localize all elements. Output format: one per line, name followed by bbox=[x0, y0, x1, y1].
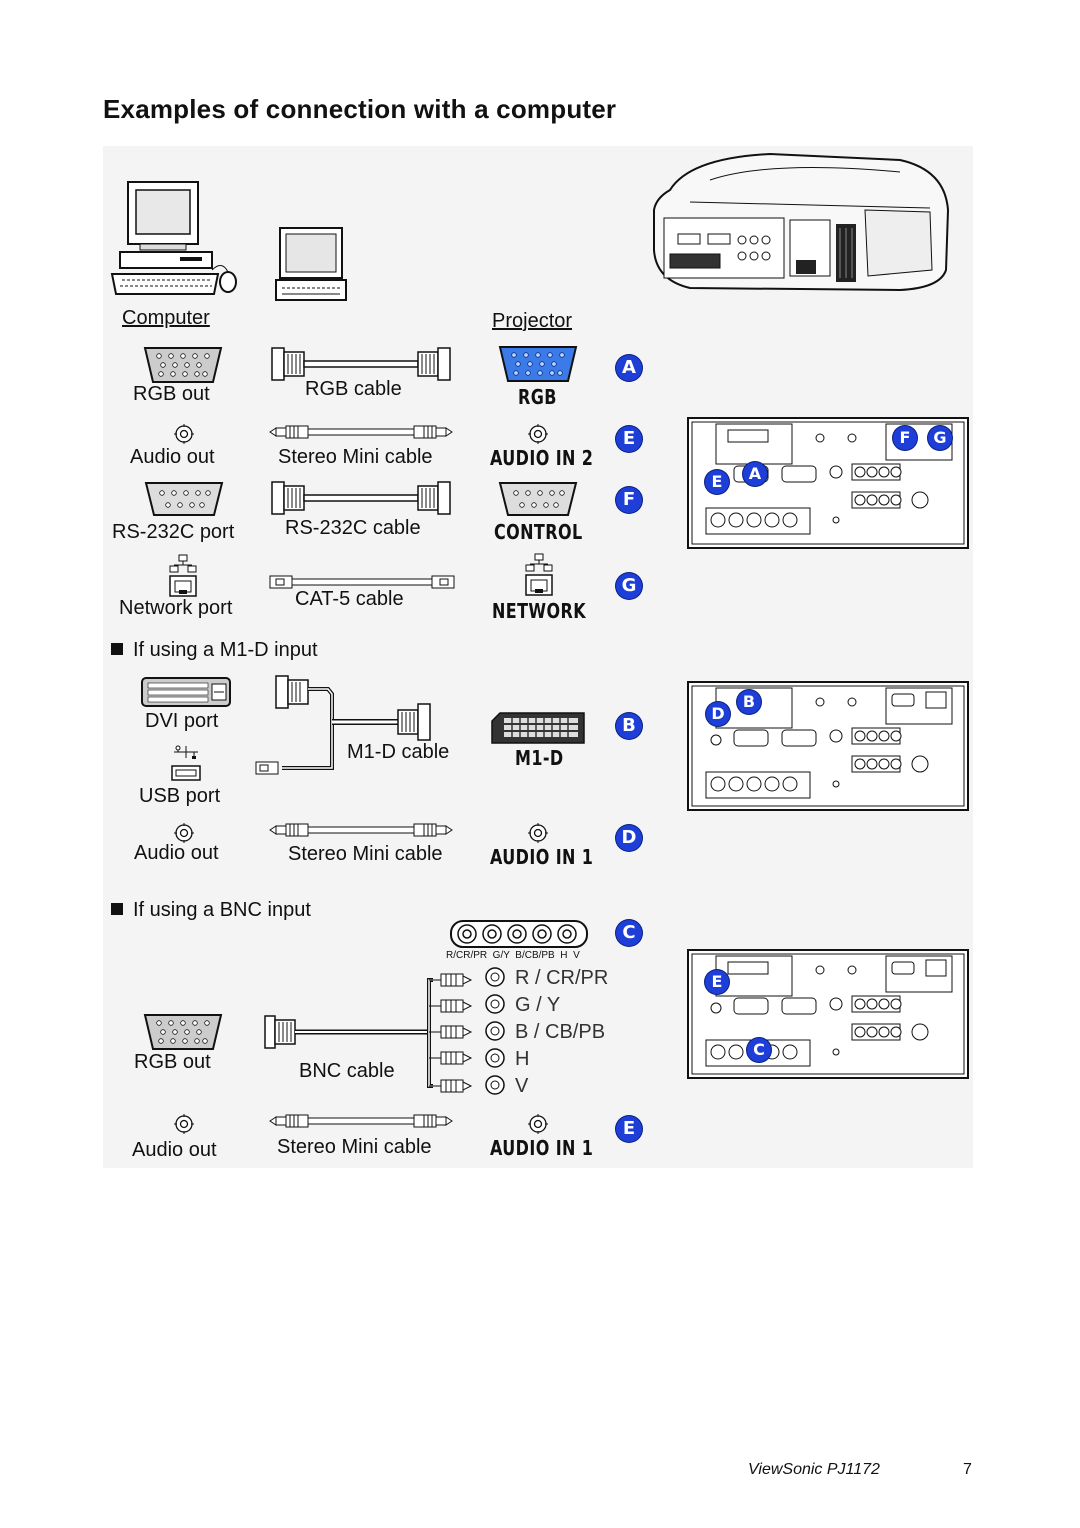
laptop-icon bbox=[275, 227, 347, 301]
badge-f: F bbox=[616, 487, 642, 513]
audio-in-2-jack-icon bbox=[528, 424, 548, 444]
bullet-m1d bbox=[111, 643, 123, 655]
audio-out-label: Audio out bbox=[130, 446, 215, 468]
network-port-icon bbox=[169, 554, 197, 597]
bnc-cable-label: BNC cable bbox=[299, 1060, 395, 1082]
bnc-jack-g-icon bbox=[485, 994, 505, 1014]
footer-brand: ViewSonic PJ1172 bbox=[748, 1461, 880, 1478]
audio-out-jack-icon bbox=[174, 424, 194, 444]
rgb-cable-label: RGB cable bbox=[305, 378, 402, 400]
rgb-out-port-2-icon bbox=[143, 1014, 223, 1050]
bnc-port-strip-icon bbox=[450, 920, 588, 948]
panel2-badge-b: B bbox=[737, 690, 761, 714]
panel1-badge-e: E bbox=[705, 470, 729, 494]
m1d-port-label: M1-D bbox=[515, 746, 564, 770]
bnc-jack-h-icon bbox=[485, 1048, 505, 1068]
rs232c-cable-label: RS-232C cable bbox=[285, 517, 421, 539]
bnc-port-labels: R/CR/PR G/Y B/CB/PB H V bbox=[446, 950, 580, 961]
bullet-bnc bbox=[111, 903, 123, 915]
rgb-in-port-icon bbox=[498, 346, 578, 382]
bnc-stereo-mini-cable-icon bbox=[269, 1114, 453, 1128]
dvi-port-label: DVI port bbox=[145, 710, 219, 732]
cat5-cable-label: CAT-5 cable bbox=[295, 588, 404, 610]
badge-d: D bbox=[616, 825, 642, 851]
bnc-stereo-mini-cable-label: Stereo Mini cable bbox=[277, 1136, 432, 1158]
audio-out-3-jack-icon bbox=[174, 1114, 194, 1134]
stereo-mini-cable-icon bbox=[269, 425, 453, 439]
rs232c-port-icon bbox=[144, 482, 224, 516]
audio-in-1-label: AUDIO IN 1 bbox=[490, 845, 594, 869]
bnc-channel-v-label: V bbox=[515, 1075, 529, 1097]
desktop-computer-icon bbox=[110, 181, 237, 295]
badge-a: A bbox=[616, 355, 642, 381]
bnc-section-heading: If using a BNC input bbox=[133, 899, 311, 921]
usb-port-icon bbox=[171, 745, 201, 781]
rear-panel-3 bbox=[687, 949, 969, 1079]
bnc-audio-out-label: Audio out bbox=[132, 1139, 217, 1161]
bnc-channel-g-label: G / Y bbox=[515, 994, 561, 1016]
rgb-out-port-icon bbox=[143, 347, 223, 383]
projector-header: Projector bbox=[492, 310, 573, 332]
audio-out-2-jack-icon bbox=[174, 823, 194, 843]
m1d-stereo-mini-cable-label: Stereo Mini cable bbox=[288, 843, 443, 865]
m1d-cable-label: M1-D cable bbox=[347, 741, 450, 763]
page-title: Examples of connection with a computer bbox=[103, 94, 617, 124]
control-port-icon bbox=[498, 482, 578, 516]
bnc-badge-e: E bbox=[616, 1116, 642, 1142]
bnc-channel-b-label: B / CB/PB bbox=[515, 1021, 606, 1043]
m1d-cable-icon bbox=[255, 675, 431, 775]
usb-port-label: USB port bbox=[139, 785, 221, 807]
rgb-out-label: RGB out bbox=[133, 383, 210, 405]
computer-header: Computer bbox=[122, 307, 210, 329]
m1d-audio-out-label: Audio out bbox=[134, 842, 219, 864]
panel2-badge-d: D bbox=[706, 702, 730, 726]
bnc-jack-v-icon bbox=[485, 1075, 505, 1095]
rear-panel-1 bbox=[687, 417, 969, 549]
badge-c: C bbox=[616, 920, 642, 946]
panel3-badge-c: C bbox=[747, 1038, 771, 1062]
footer-page-number: 7 bbox=[963, 1461, 972, 1478]
network-in-label: NETWORK bbox=[492, 599, 587, 623]
panel1-badge-f: F bbox=[893, 426, 917, 450]
bnc-jack-b-icon bbox=[485, 1021, 505, 1041]
bnc-channel-h-label: H bbox=[515, 1048, 530, 1070]
bnc-jack-r-icon bbox=[485, 967, 505, 987]
panel1-badge-a: A bbox=[743, 462, 767, 486]
m1d-stereo-mini-cable-icon bbox=[269, 823, 453, 837]
bnc-rgb-out-label: RGB out bbox=[134, 1051, 211, 1073]
m1d-section-heading: If using a M1-D input bbox=[133, 639, 318, 661]
m1d-in-port-icon bbox=[491, 712, 585, 744]
rgb-port-label: RGB bbox=[518, 385, 557, 409]
badge-b: B bbox=[616, 713, 642, 739]
bnc-audio-in-1-jack-icon bbox=[528, 1114, 548, 1134]
panel1-badge-g: G bbox=[928, 426, 952, 450]
rgb-cable-icon bbox=[271, 347, 451, 381]
bnc-audio-in-1-label: AUDIO IN 1 bbox=[490, 1136, 594, 1160]
rs232c-port-label: RS-232C port bbox=[112, 521, 235, 543]
bnc-channel-r-label: R / CR/PR bbox=[515, 967, 609, 989]
control-port-label: CONTROL bbox=[494, 520, 583, 544]
audio-in-2-label: AUDIO IN 2 bbox=[490, 446, 594, 470]
projector-illustration bbox=[653, 152, 950, 292]
network-in-port-icon bbox=[525, 553, 553, 596]
badge-g: G bbox=[616, 573, 642, 599]
network-port-label: Network port bbox=[119, 597, 233, 619]
panel3-badge-e: E bbox=[705, 970, 729, 994]
bnc-cable-icon bbox=[264, 973, 473, 1093]
cat5-cable-icon bbox=[269, 575, 455, 589]
dvi-port-icon bbox=[141, 677, 231, 707]
audio-in-1-jack-icon bbox=[528, 823, 548, 843]
rs232c-cable-icon bbox=[271, 481, 451, 515]
rear-panel-2 bbox=[687, 681, 969, 811]
stereo-mini-cable-label: Stereo Mini cable bbox=[278, 446, 433, 468]
badge-e: E bbox=[616, 426, 642, 452]
